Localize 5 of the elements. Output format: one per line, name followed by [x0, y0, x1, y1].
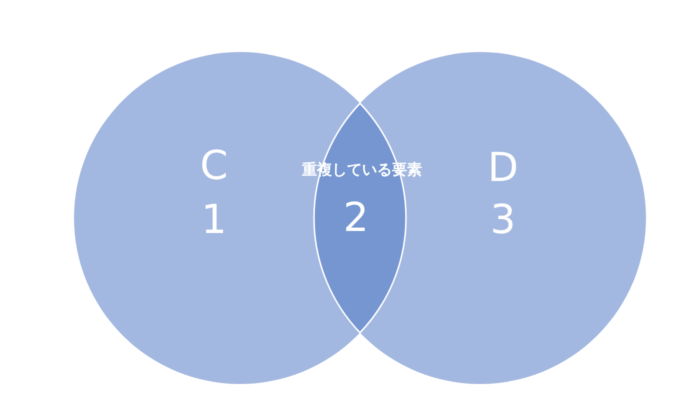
set-label: D — [488, 148, 518, 188]
count-label: 1 — [201, 200, 227, 240]
set-label: C — [200, 146, 228, 186]
count-label: 3 — [490, 200, 516, 240]
count-label: 2 — [343, 198, 369, 238]
